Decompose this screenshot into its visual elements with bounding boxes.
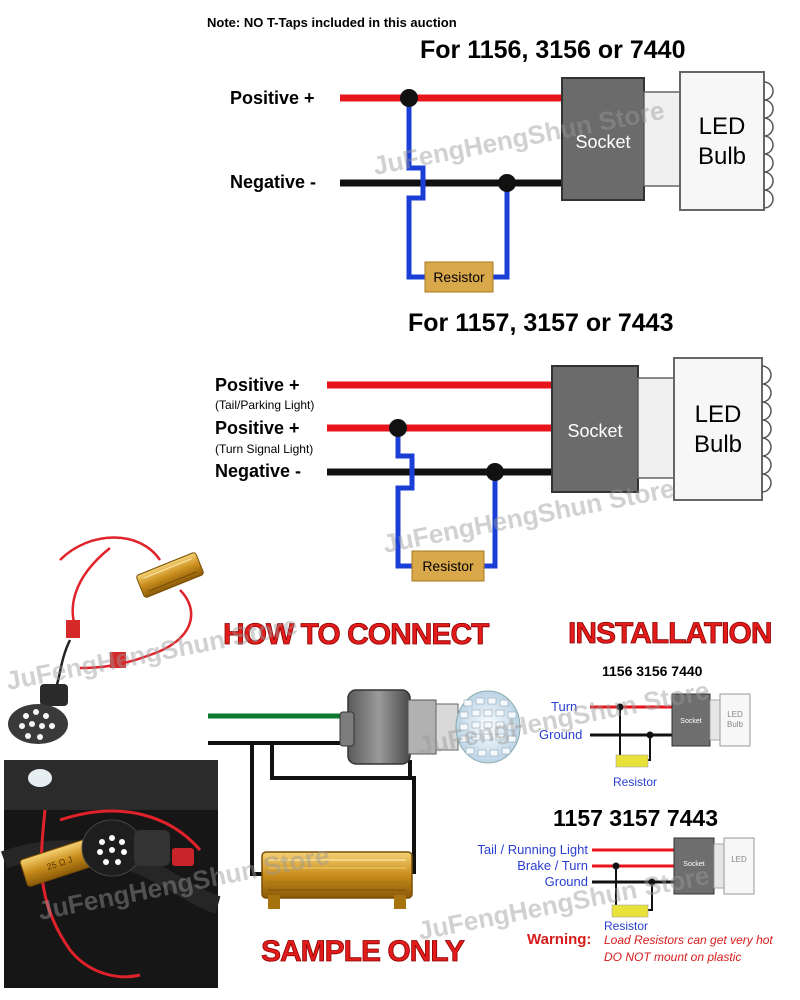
- bulb-label-led: LED: [699, 113, 746, 140]
- ground-label: Ground: [545, 874, 588, 889]
- load-resistor-sample: [261, 851, 413, 909]
- bulb-socket-black: [40, 684, 68, 706]
- warning-text-line-1: Load Resistors can get very hot: [604, 933, 773, 947]
- negative-label: Negative -: [215, 461, 301, 481]
- mini-bulb-bulb-label: Bulb: [727, 720, 744, 729]
- red-lead-wire: [59, 536, 162, 561]
- positive-label: Positive +: [230, 88, 315, 108]
- install-models-bottom: 1157 3157 7443: [553, 805, 718, 831]
- diagram-1-title: For 1156, 3156 or 7440: [420, 36, 685, 64]
- diagram-1157: For 1157, 3157 or 7443 Positive + (Tail/…: [215, 309, 772, 582]
- junction-dot: [616, 703, 624, 711]
- mini-led-bulb: [719, 693, 751, 747]
- resistor-lead-right: [492, 183, 510, 280]
- led-bulb-body: [679, 71, 765, 211]
- led-bulb-body: [673, 357, 763, 501]
- white-clip: [28, 769, 52, 787]
- note-text: Note: NO T-Taps included in this auction: [207, 15, 457, 30]
- red-lead-wire: [59, 809, 202, 851]
- resistor-label: Resistor: [422, 558, 474, 574]
- installed-photo-dark: 25 Ω J: [0, 760, 221, 988]
- installation-panel: INSTALLATION 1156 3156 7440 Turn Ground …: [477, 617, 773, 964]
- resistor-body: [411, 550, 485, 582]
- red-connector: [172, 848, 194, 866]
- red-lead-wire: [79, 589, 193, 670]
- tail-running-label: Tail / Running Light: [477, 842, 588, 857]
- ground-label: Ground: [539, 727, 582, 742]
- product-photo-white: [0, 528, 210, 756]
- brake-turn-label: Brake / Turn: [517, 858, 588, 873]
- mini-socket: [673, 837, 715, 895]
- bulb-scallop-edge: [763, 81, 774, 209]
- bulb-label-bulb: Bulb: [698, 143, 746, 170]
- socket-box: [551, 365, 639, 493]
- bulb-socket-gray: [339, 689, 437, 765]
- positive-2-label: Positive +: [215, 418, 300, 438]
- resistor-lead-wire: [250, 743, 265, 876]
- install-models-top: 1156 3156 7440: [602, 663, 703, 679]
- mini-socket-label: Socket: [683, 861, 704, 868]
- install-resistor-label: Resistor: [604, 919, 648, 933]
- mini-resistor: [611, 904, 649, 918]
- resistor-lead-right: [484, 472, 498, 569]
- diagram-2-title: For 1157, 3157 or 7443: [408, 309, 673, 337]
- bulb-scallop-edge: [761, 365, 772, 493]
- bulb-base: [637, 377, 675, 479]
- junction-dot: [612, 862, 620, 870]
- positive-2-sublabel: (Turn Signal Light): [215, 442, 313, 456]
- install-resistor-label: Resistor: [613, 775, 657, 789]
- mini-bulb-base: [713, 843, 725, 889]
- load-resistor-gold: [136, 552, 204, 598]
- how-to-connect-panel: HOW TO CONNECT: [208, 618, 521, 968]
- mini-resistor: [615, 754, 649, 768]
- socket-label: Socket: [567, 421, 622, 441]
- junction-dot: [648, 878, 656, 886]
- junction-dot: [486, 463, 504, 481]
- mini-bulb-base: [709, 699, 721, 741]
- positive-1-sublabel: (Tail/Parking Light): [215, 398, 314, 412]
- red-connector: [66, 620, 80, 638]
- led-bulb-body: [8, 704, 68, 744]
- watermark-text: JuFengHengShun Store: [380, 473, 676, 559]
- socket-label: Socket: [575, 132, 630, 152]
- junction-dot: [498, 174, 516, 192]
- warning-text-line-2: DO NOT mount on plastic: [604, 950, 741, 964]
- red-connector: [110, 652, 126, 668]
- positive-1-label: Positive +: [215, 375, 300, 395]
- resistor-body: [424, 261, 494, 293]
- resistor-lead-wire: [270, 743, 416, 874]
- resistor-lead-left: [395, 428, 415, 569]
- mini-bulb-led-label: LED: [731, 855, 747, 864]
- mini-bulb-led-label: LED: [727, 710, 743, 719]
- junction-dot: [400, 89, 418, 107]
- junction-dot: [646, 731, 654, 739]
- bulb-label-led: LED: [695, 401, 742, 428]
- red-lead-wire: [40, 809, 141, 979]
- mini-socket-label: Socket: [680, 718, 701, 725]
- socket-box: [561, 77, 645, 201]
- junction-dot: [389, 419, 407, 437]
- resistor-lead: [648, 882, 653, 911]
- mini-led-bulb: [723, 837, 755, 895]
- resistor-lead-left: [406, 98, 426, 280]
- negative-label: Negative -: [230, 172, 316, 192]
- how-to-connect-heading: HOW TO CONNECT: [223, 618, 489, 651]
- bulb-socket: [134, 830, 170, 866]
- mini-socket: [671, 693, 711, 747]
- sample-only-heading: SAMPLE ONLY: [261, 935, 465, 968]
- led-bulb-smd: [435, 690, 521, 764]
- resistor-label: Resistor: [433, 269, 485, 285]
- bulb-base: [643, 91, 681, 187]
- warning-label: Warning:: [527, 931, 591, 948]
- turn-label: Turn: [551, 699, 577, 714]
- installation-heading: INSTALLATION: [568, 617, 772, 650]
- diagram-1156: For 1156, 3156 or 7440 Positive + Negati…: [230, 36, 774, 293]
- bulb-label-bulb: Bulb: [694, 431, 742, 458]
